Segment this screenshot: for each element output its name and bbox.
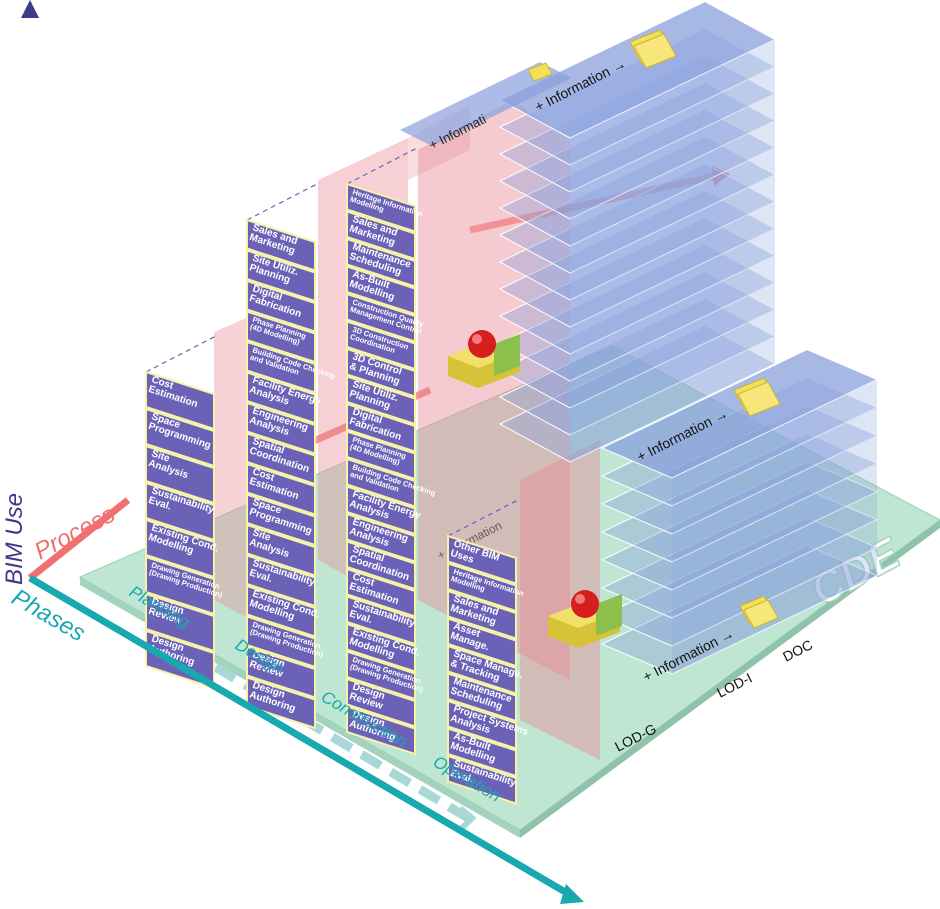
bim-use-cell — [346, 402, 416, 453]
info-layer — [600, 461, 879, 591]
bim-use-axis-label: BIM Use — [1, 493, 28, 585]
info-layer — [498, 82, 777, 220]
bim-use-cell — [346, 430, 416, 481]
bim-use-cell — [246, 523, 316, 577]
bim-use-cell — [246, 249, 316, 303]
bim-use-cell — [246, 279, 316, 333]
bim-use-cell — [346, 347, 416, 398]
bim-use-cell — [447, 644, 517, 695]
phases-axis-label: Phases — [7, 584, 90, 647]
process-axis-label: Process — [30, 501, 119, 566]
bim-use-cell — [145, 592, 215, 653]
bim-use-cell — [447, 754, 517, 805]
bim-use-columns: CostEstimationSpaceProgrammingSiteAnalys… — [145, 147, 530, 805]
bim-use-cell — [346, 375, 416, 426]
info-layer — [498, 136, 777, 274]
bim-use-cell — [246, 432, 316, 486]
bim-use-cell — [346, 705, 416, 756]
bim-use-cell — [346, 622, 416, 673]
bim-use-cell — [246, 218, 316, 272]
document-stack-icon — [629, 29, 677, 69]
info-layer — [600, 545, 879, 675]
bim-use-cell — [145, 481, 215, 542]
bim-use-cell — [145, 555, 215, 616]
tower-face — [672, 379, 877, 674]
bim-use-cell — [447, 699, 517, 750]
tower-face — [570, 39, 775, 462]
bim-use-cell — [145, 444, 215, 505]
bim-use-cell — [145, 518, 215, 579]
bim-use-cell — [346, 595, 416, 646]
bim-use-cell — [246, 615, 316, 669]
info-layer — [498, 1, 777, 139]
bim-use-cell — [246, 371, 316, 425]
column-guide — [447, 499, 519, 537]
bim-use-cell — [246, 645, 316, 699]
info-layer — [498, 217, 777, 355]
bim-use-cell — [346, 512, 416, 563]
info-layer — [498, 163, 777, 301]
bim-use-cell — [145, 407, 215, 468]
info-layer — [498, 325, 777, 463]
info-layer — [498, 244, 777, 382]
bim-use-cell — [346, 237, 416, 288]
bim-use-cell — [246, 584, 316, 638]
document-stack-icon — [739, 595, 779, 629]
bim-use-cell — [346, 320, 416, 371]
info-layer — [498, 109, 777, 247]
bim-use-cell — [246, 310, 316, 364]
bim-use-cell — [246, 340, 316, 394]
bim-use-cell — [246, 462, 316, 516]
info-layer — [498, 298, 777, 436]
bim-use-cell — [346, 677, 416, 728]
bim-use-cell — [246, 401, 316, 455]
bim-use-cell — [447, 672, 517, 723]
info-layer — [600, 349, 879, 479]
bim-use-cell — [346, 650, 416, 701]
bim-use-cell — [346, 182, 416, 233]
bim-use-cell — [346, 457, 416, 508]
model-object-lower — [548, 590, 622, 648]
bim-use-cell — [246, 493, 316, 547]
info-layer — [498, 271, 777, 409]
bim-use-axis: BIM Use — [1, 0, 39, 585]
bim-use-cell — [447, 589, 517, 640]
info-layer — [600, 433, 879, 563]
column-guide — [145, 335, 217, 373]
bim-use-cell — [447, 534, 517, 585]
model-object-upper — [448, 330, 520, 388]
document-stack-icon — [733, 377, 781, 417]
bim-use-cell — [346, 567, 416, 618]
bim-use-cell — [447, 727, 517, 778]
bim-use-cell — [346, 210, 416, 261]
bim-use-cell — [246, 676, 316, 730]
info-layer — [600, 489, 879, 619]
bim-use-cell — [346, 485, 416, 536]
bim-use-cell — [246, 554, 316, 608]
info-layer-wing — [400, 62, 572, 146]
column-guide — [346, 147, 418, 185]
bim-use-cell — [346, 265, 416, 316]
info-layer — [498, 190, 777, 328]
blue-layer-tower — [400, 1, 777, 463]
info-layer — [600, 517, 879, 647]
bim-use-cell — [447, 562, 517, 613]
bim-use-cell — [346, 292, 416, 343]
column-guide — [246, 183, 318, 221]
bim-use-cell — [145, 370, 215, 431]
bim-use-cell — [447, 617, 517, 668]
bim-use-cell — [346, 540, 416, 591]
blue-layer-tower-right — [600, 349, 879, 675]
document-stack-icon — [527, 62, 553, 82]
bim-use-column-planning: CostEstimationSpaceProgrammingSiteAnalys… — [145, 335, 224, 690]
